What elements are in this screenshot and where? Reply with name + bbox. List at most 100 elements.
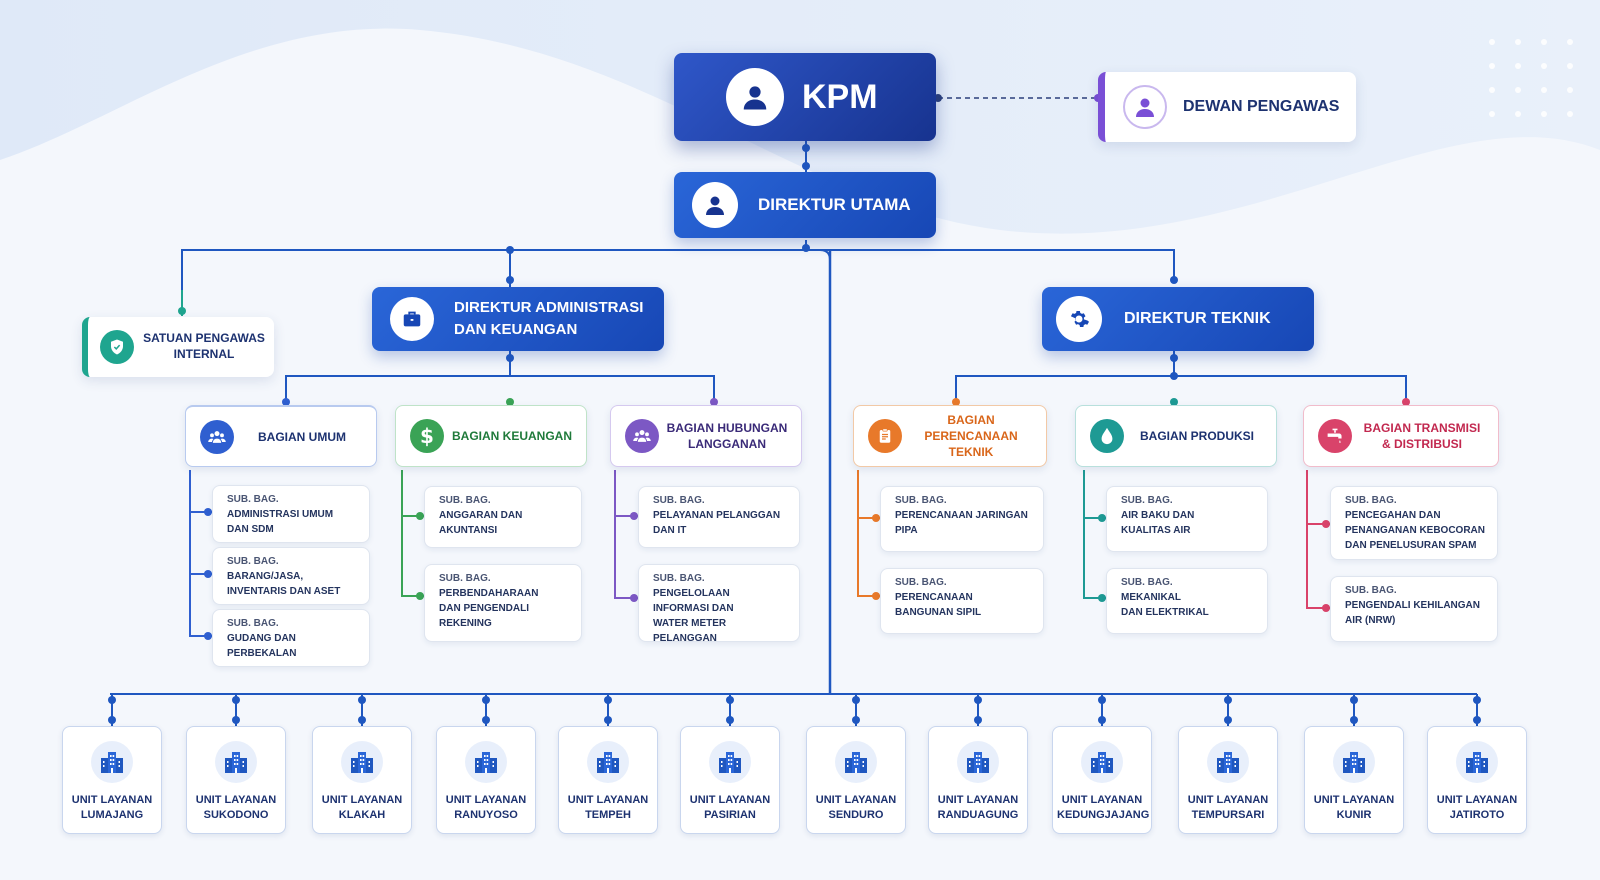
building-icon	[1456, 741, 1498, 783]
subbag-name: ANGGARAN DAN AKUNTANSI	[439, 510, 523, 536]
dewan-pengawas-box[interactable]: DEWAN PENGAWAS	[1098, 72, 1356, 142]
shield-icon	[100, 330, 134, 364]
bagian-hubungan-langganan-box[interactable]: BAGIAN HUBUNGAN LANGGANAN	[610, 405, 802, 467]
user-icon	[692, 182, 738, 228]
subbag-card[interactable]: SUB. BAG. PELAYANAN PELANGGAN DAN IT	[638, 486, 800, 548]
bagian-perencanaan-teknik-label: BAGIAN PERENCANAAN TEKNIK	[924, 413, 1018, 459]
bagian-perencanaan-teknik-box[interactable]: BAGIAN PERENCANAAN TEKNIK	[853, 405, 1047, 467]
unit-layanan-label: UNIT LAYANAN KUNIR	[1313, 794, 1395, 821]
subbag-name: PENCEGAHAN DAN PENANGANAN KEBOCORAN DAN …	[1345, 510, 1486, 551]
subbag-card[interactable]: SUB. BAG. GUDANG DAN PERBEKALAN	[212, 609, 370, 667]
subbag-prefix: SUB. BAG.	[653, 495, 705, 506]
building-icon	[341, 741, 383, 783]
faucet-icon	[1318, 419, 1352, 453]
direktur-utama-box[interactable]: DIREKTUR UTAMA	[674, 172, 936, 238]
unit-layanan-card[interactable]: UNIT LAYANAN KEDUNGJAJANG	[1052, 726, 1152, 834]
unit-layanan-card[interactable]: UNIT LAYANAN TEMPEH	[558, 726, 658, 834]
subbag-prefix: SUB. BAG.	[895, 577, 947, 588]
water-drop-icon	[1090, 419, 1124, 453]
unit-layanan-label: UNIT LAYANAN RANDUAGUNG	[937, 794, 1019, 821]
unit-layanan-label: UNIT LAYANAN SUKODONO	[195, 794, 277, 821]
subbag-name: PERENCANAAN BANGUNAN SIPIL	[895, 592, 982, 618]
gear-icon	[1056, 296, 1102, 342]
subbag-card[interactable]: SUB. BAG. PERENCANAAN BANGUNAN SIPIL	[880, 568, 1044, 634]
subbag-prefix: SUB. BAG.	[653, 573, 705, 584]
subbag-name: MEKANIKAL DAN ELEKTRIKAL	[1121, 592, 1209, 618]
subbag-card[interactable]: SUB. BAG.AIR BAKU DAN KUALITAS AIR	[1106, 486, 1268, 552]
unit-layanan-card[interactable]: UNIT LAYANAN RANDUAGUNG	[928, 726, 1028, 834]
bagian-keuangan-label: BAGIAN KEUANGAN	[452, 429, 572, 443]
subbag-prefix: SUB. BAG.	[1121, 577, 1173, 588]
building-icon	[587, 741, 629, 783]
subbag-name: GUDANG DAN PERBEKALAN	[227, 633, 297, 659]
subbag-prefix: SUB. BAG.	[227, 494, 279, 505]
bagian-hubungan-langganan-label: BAGIAN HUBUNGAN LANGGANAN	[666, 421, 788, 451]
unit-layanan-label: UNIT LAYANAN LUMAJANG	[71, 794, 153, 821]
subbag-card[interactable]: SUB. BAG.PERENCANAAN JARINGAN PIPA	[880, 486, 1044, 552]
bagian-umum-label: BAGIAN UMUM	[258, 429, 346, 444]
unit-layanan-card[interactable]: UNIT LAYANAN SENDURO	[806, 726, 906, 834]
unit-layanan-label: UNIT LAYANAN SENDURO	[815, 794, 897, 821]
unit-layanan-card[interactable]: UNIT LAYANAN JATIROTO	[1427, 726, 1527, 834]
user-icon	[726, 68, 784, 126]
building-icon	[709, 741, 751, 783]
satuan-pengawas-internal-box[interactable]: SATUAN PENGAWAS INTERNAL	[82, 317, 274, 377]
direktur-administrasi-label: DIREKTUR ADMINISTRASI DAN KEUANGAN	[454, 299, 644, 338]
subbag-name: AIR BAKU DAN KUALITAS AIR	[1121, 510, 1195, 536]
subbag-card[interactable]: SUB. BAG. PERBENDAHARAAN DAN PENGENDALI R…	[424, 564, 582, 642]
building-icon	[465, 741, 507, 783]
subbag-card[interactable]: SUB. BAG. ADMINISTRASI UMUM DAN SDM	[212, 485, 370, 543]
subbag-card[interactable]: SUB. BAG. ANGGARAN DAN AKUNTANSI	[424, 486, 582, 548]
building-icon	[1333, 741, 1375, 783]
bagian-umum-box[interactable]: BAGIAN UMUM	[185, 405, 377, 467]
building-icon	[957, 741, 999, 783]
unit-layanan-card[interactable]: UNIT LAYANAN KLAKAH	[312, 726, 412, 834]
unit-layanan-label: UNIT LAYANAN RANUYOSO	[445, 794, 527, 821]
user-icon	[1123, 85, 1167, 129]
bagian-produksi-box[interactable]: BAGIAN PRODUKSI	[1075, 405, 1277, 467]
unit-layanan-card[interactable]: UNIT LAYANAN RANUYOSO	[436, 726, 536, 834]
subbag-prefix: SUB. BAG.	[1345, 585, 1397, 596]
subbag-name: PERBENDAHARAAN DAN PENGENDALI REKENING	[439, 588, 539, 629]
direktur-teknik-box[interactable]: DIREKTUR TEKNIK	[1042, 287, 1314, 351]
clipboard-icon	[868, 419, 902, 453]
subbag-name: ADMINISTRASI UMUM DAN SDM	[227, 509, 334, 535]
subbag-prefix: SUB. BAG.	[227, 618, 279, 629]
building-icon	[91, 741, 133, 783]
subbag-name: PENGENDALI KEHILANGAN AIR (NRW)	[1345, 600, 1481, 626]
subbag-prefix: SUB. BAG.	[227, 556, 279, 567]
bagian-keuangan-box[interactable]: $ BAGIAN KEUANGAN	[395, 405, 587, 467]
subbag-card[interactable]: SUB. BAG. BARANG/JASA, INVENTARIS DAN ASE…	[212, 547, 370, 605]
unit-layanan-label: UNIT LAYANAN JATIROTO	[1436, 794, 1518, 821]
unit-layanan-card[interactable]: UNIT LAYANAN TEMPURSARI	[1178, 726, 1278, 834]
unit-layanan-card[interactable]: UNIT LAYANAN KUNIR	[1304, 726, 1404, 834]
users-icon	[200, 419, 234, 454]
building-icon	[1207, 741, 1249, 783]
unit-layanan-card[interactable]: UNIT LAYANAN SUKODONO	[186, 726, 286, 834]
subbag-prefix: SUB. BAG.	[439, 495, 491, 506]
subbag-name: PELAYANAN PELANGGAN DAN IT	[653, 510, 781, 536]
subbag-name: BARANG/JASA, INVENTARIS DAN ASET	[227, 571, 341, 597]
unit-layanan-label: UNIT LAYANAN PASIRIAN	[689, 794, 771, 821]
building-icon	[835, 741, 877, 783]
kpm-label: KPM	[802, 77, 878, 116]
bagian-transmisi-distribusi-box[interactable]: BAGIAN TRANSMISI & DISTRIBUSI	[1303, 405, 1499, 467]
subbag-card[interactable]: SUB. BAG. PENGENDALI KEHILANGAN AIR (NRW)	[1330, 576, 1498, 642]
subbag-card[interactable]: SUB. BAG. MEKANIKAL DAN ELEKTRIKAL	[1106, 568, 1268, 634]
bagian-transmisi-distribusi-label: BAGIAN TRANSMISI & DISTRIBUSI	[1363, 421, 1481, 451]
direktur-administrasi-box[interactable]: DIREKTUR ADMINISTRASI DAN KEUANGAN	[372, 287, 664, 351]
kpm-box[interactable]: KPM	[674, 53, 936, 141]
unit-layanan-card[interactable]: UNIT LAYANAN LUMAJANG	[62, 726, 162, 834]
subbag-prefix: SUB. BAG.	[1345, 495, 1397, 506]
building-icon	[1081, 741, 1123, 783]
users-icon	[625, 419, 659, 453]
unit-layanan-label: UNIT LAYANAN KLAKAH	[321, 794, 403, 821]
unit-layanan-card[interactable]: UNIT LAYANAN PASIRIAN	[680, 726, 780, 834]
subbag-card[interactable]: SUB. BAG. PENGELOLAAN INFORMASI DAN WATER…	[638, 564, 800, 644]
subbag-prefix: SUB. BAG.	[895, 495, 947, 506]
subbag-name: PENGELOLAAN INFORMASI DAN WATER METER PE…	[653, 588, 734, 644]
building-icon	[215, 741, 257, 783]
subbag-prefix: SUB. BAG.	[439, 573, 491, 584]
subbag-card[interactable]: SUB. BAG. PENCEGAHAN DAN PENANGANAN KEBOC…	[1330, 486, 1498, 560]
